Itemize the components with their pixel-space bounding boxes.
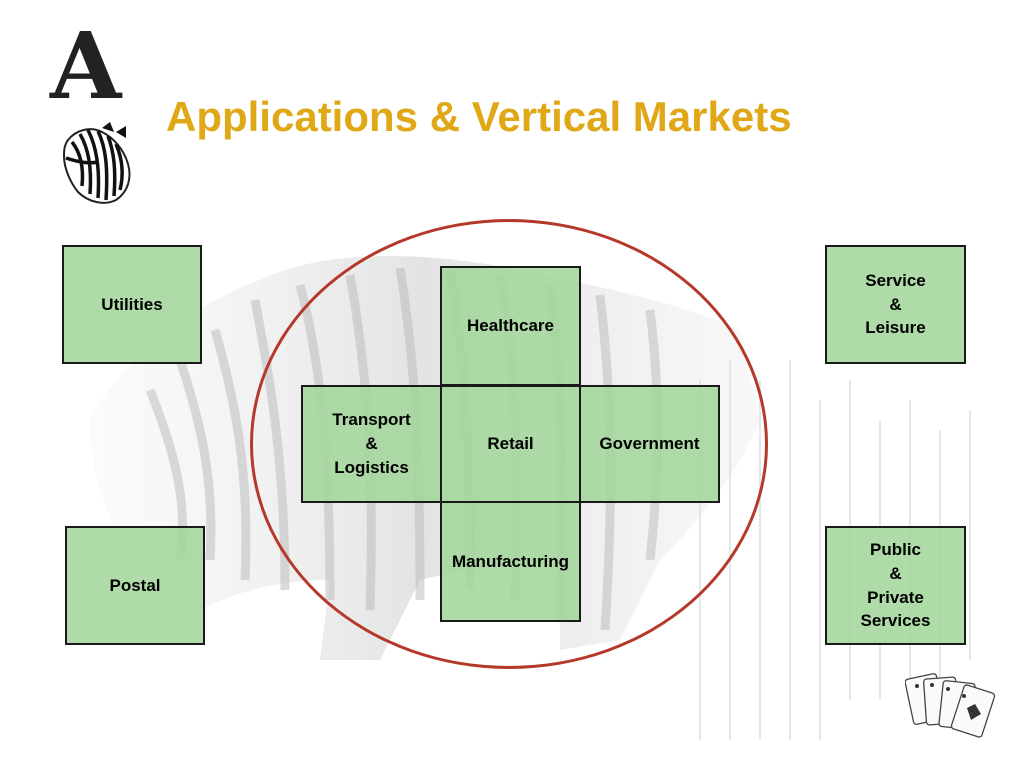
core-markets-ring (250, 219, 768, 669)
box-retail: Retail (440, 385, 581, 503)
playing-cards-icon (905, 673, 996, 738)
logo-letter-a: A (50, 12, 122, 120)
box-manufacturing: Manufacturing (440, 501, 581, 622)
slide-title: Applications & Vertical Markets (166, 93, 792, 140)
box-transport-logistics: Transport & Logistics (301, 385, 442, 503)
box-postal: Postal (65, 526, 205, 645)
box-utilities: Utilities (62, 245, 202, 364)
box-public-private-services: Public & Private Services (825, 526, 966, 645)
box-service-leisure: Service & Leisure (825, 245, 966, 364)
box-government: Government (579, 385, 720, 503)
box-healthcare: Healthcare (440, 266, 581, 386)
zebra-head-icon (62, 122, 131, 204)
